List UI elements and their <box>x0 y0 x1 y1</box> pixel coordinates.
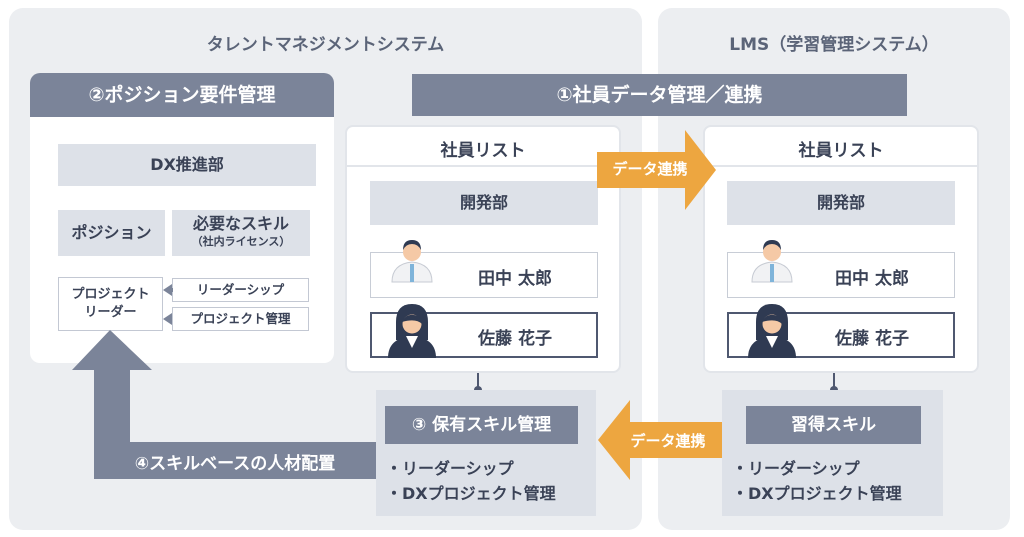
avatar-sato-left <box>388 304 436 358</box>
dev-department-box-left: 開発部 <box>370 181 598 225</box>
held-skill-2: ・DXプロジェクト管理 <box>386 484 556 503</box>
skill-management-header: ③ 保有スキル管理 <box>385 406 578 444</box>
dx-department-box: DX推進部 <box>58 144 316 186</box>
employee-name-sato-right: 佐藤 花子 <box>835 329 909 349</box>
required-skills-box: 必要なスキル （社内ライセンス） <box>172 210 310 256</box>
avatar-sato-right <box>748 304 796 358</box>
dev-department-box-right: 開発部 <box>727 181 955 225</box>
acquired-skill-1: ・リーダーシップ <box>732 459 860 478</box>
avatar-tanaka-right <box>751 239 793 283</box>
held-skill-1: ・リーダーシップ <box>386 459 514 478</box>
project-leader-line1: プロジェクト <box>71 287 150 302</box>
talent-management-title: タレントマネジメントシステム <box>206 35 445 55</box>
lms-title: LMS（学習管理システム） <box>729 35 939 55</box>
data-sync-left-label: データ連携 <box>630 432 706 450</box>
project-leader-line2: リーダー <box>84 305 137 320</box>
required-skills-title: 必要なスキル <box>192 214 289 233</box>
project-leader-box: プロジェクト リーダー <box>58 277 163 331</box>
employee-list-header-left: 社員リスト <box>440 141 526 161</box>
skill-placement-arrow <box>72 330 376 479</box>
employee-name-tanaka-right: 田中 太郎 <box>835 269 909 289</box>
skill-based-placement-label: ④スキルベースの人材配置 <box>134 454 336 474</box>
skill-to-role-arrow-1 <box>163 284 173 296</box>
skill-leadership-box: リーダーシップ <box>172 278 309 302</box>
acquired-skill-2: ・DXプロジェクト管理 <box>732 484 902 503</box>
employee-list-divider-left <box>347 165 619 167</box>
required-skills-subtitle: （社内ライセンス） <box>191 235 291 248</box>
employee-data-sync-bar: ①社員データ管理／連携 <box>412 74 907 116</box>
position-requirements-header: ②ポジション要件管理 <box>30 73 334 117</box>
skill-project-management-box: プロジェクト管理 <box>172 307 309 331</box>
employee-name-sato-left: 佐藤 花子 <box>478 329 552 349</box>
skill-to-role-arrow-2 <box>163 313 172 325</box>
acquired-skill-header: 習得スキル <box>746 406 921 444</box>
data-sync-left-arrow <box>598 400 722 480</box>
data-sync-right-arrow <box>597 130 716 210</box>
position-label-box: ポジション <box>58 210 165 256</box>
employee-list-header-right: 社員リスト <box>798 141 884 161</box>
data-sync-right-label: データ連携 <box>612 160 688 178</box>
employee-list-divider-right <box>705 165 977 167</box>
avatar-tanaka-left <box>391 239 433 283</box>
employee-name-tanaka-left: 田中 太郎 <box>478 269 552 289</box>
